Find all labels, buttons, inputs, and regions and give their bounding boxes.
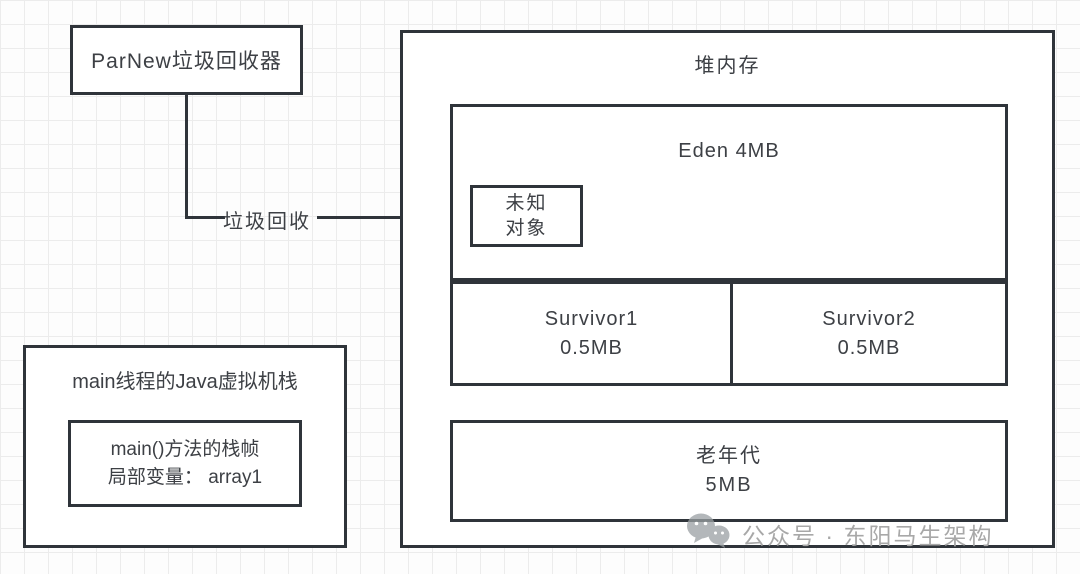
connector-label: 垃圾回收 [223, 211, 311, 233]
survivor1-box: Survivor1 0.5MB [453, 284, 730, 383]
old-generation-label: 老年代 [696, 445, 762, 467]
connector-horizontal-line-right [317, 216, 454, 219]
unknown-object-line1: 未知 [505, 193, 548, 214]
connector-vertical-line [185, 95, 188, 219]
parnew-collector-label: ParNew垃圾回收器 [91, 50, 282, 73]
heap-memory-box: 堆内存 Eden 4MB Survivor1 0.5MB Survivor2 0… [400, 30, 1055, 548]
eden-label: Eden 4MB [678, 140, 780, 162]
unknown-object-box: 未知 对象 [470, 185, 583, 247]
heap-title: 堆内存 [694, 55, 761, 77]
parnew-collector-box: ParNew垃圾回收器 [70, 25, 303, 95]
unknown-object-line2: 对象 [505, 218, 548, 239]
connector-horizontal-line-left [185, 216, 225, 219]
survivor-row: Survivor1 0.5MB Survivor2 0.5MB [450, 281, 1008, 386]
old-generation-box: 老年代 5MB [450, 420, 1008, 522]
survivor2-box: Survivor2 0.5MB [730, 284, 1005, 383]
old-generation-size: 5MB [705, 474, 753, 496]
stack-frame-line2: 局部变量： array1 [107, 466, 263, 488]
stack-frame-line1: main()方法的栈帧 [110, 438, 260, 460]
survivor1-label: Survivor1 [544, 307, 639, 330]
wechat-icon [686, 512, 732, 555]
watermark: 公众号 · 东阳马生架构 [686, 512, 993, 555]
stack-frame-box: main()方法的栈帧 局部变量： array1 [68, 420, 302, 507]
jvm-stack-title: main线程的Java虚拟机栈 [72, 371, 298, 393]
survivor2-label: Survivor2 [822, 307, 916, 330]
survivor2-size: 0.5MB [837, 336, 901, 359]
jvm-stack-box: main线程的Java虚拟机栈 main()方法的栈帧 局部变量： array1 [23, 345, 347, 548]
survivor1-size: 0.5MB [560, 336, 623, 359]
watermark-text: 公众号 · 东阳马生架构 [742, 522, 994, 549]
